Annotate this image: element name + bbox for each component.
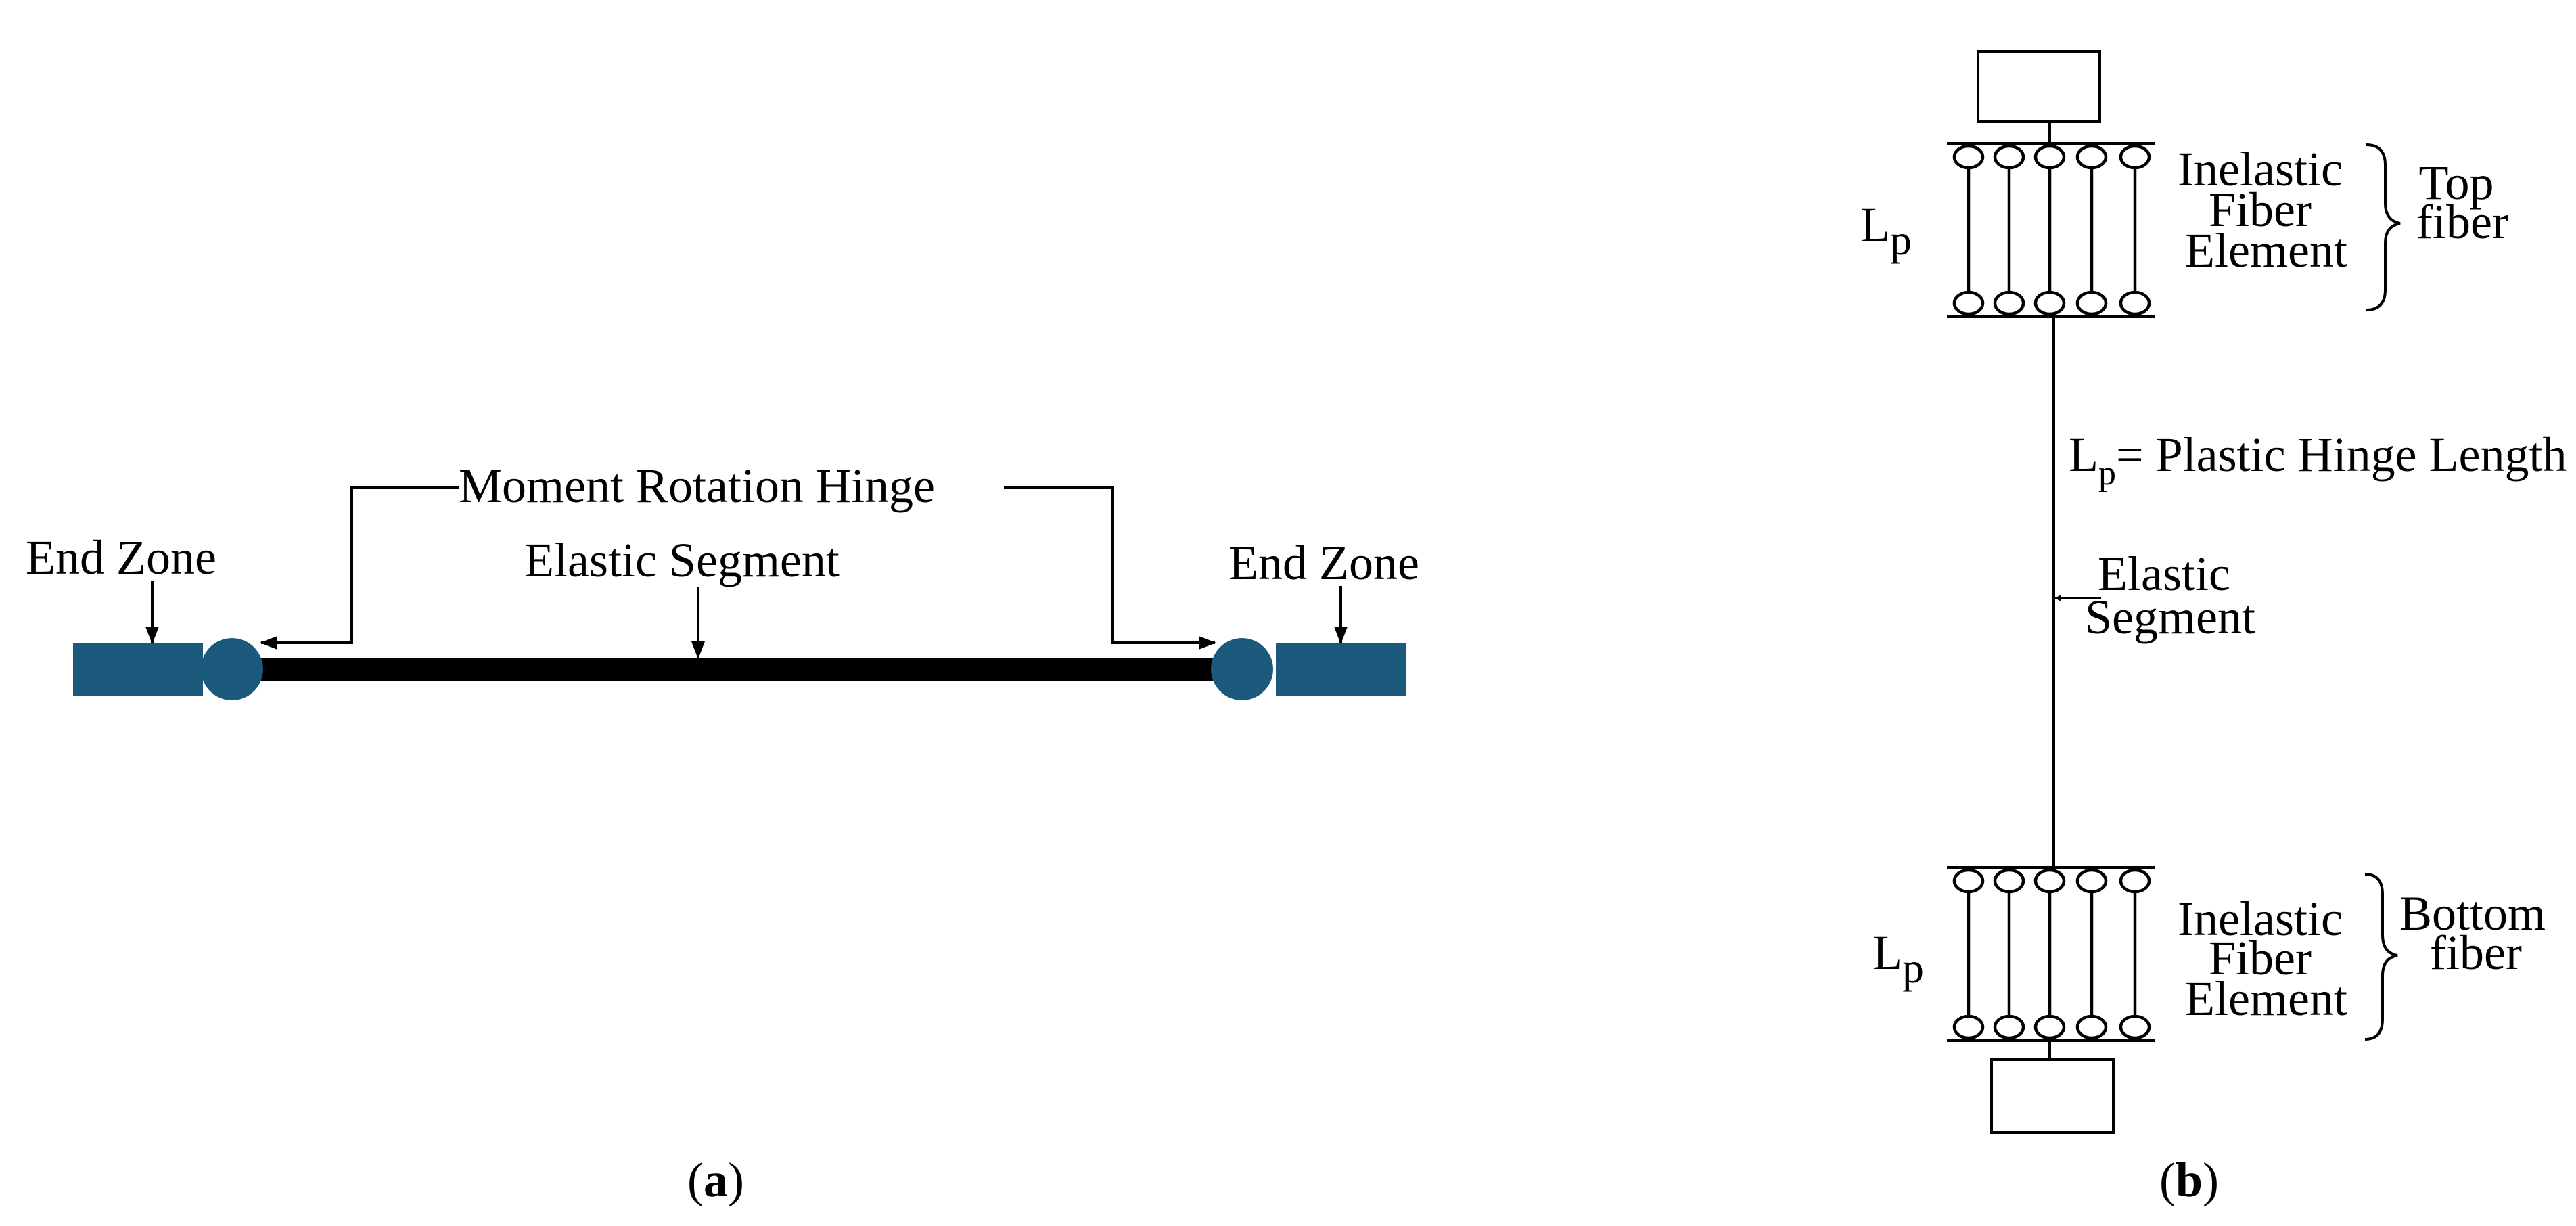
- end-zone-left-block: [73, 643, 203, 696]
- top-fiber-label: Top fiber: [2416, 156, 2508, 249]
- caption-a: (a): [687, 1153, 744, 1207]
- bottom-fiber-node-5-bottom: [2119, 1014, 2151, 1040]
- top-fiber-node-2-bottom: [1993, 290, 2025, 316]
- elastic-segment-label-b: Elastic Segment: [2085, 547, 2255, 644]
- hinge-left-leader: [260, 486, 459, 650]
- top-support-block: [1977, 50, 2101, 123]
- top-fiber-node-2-top: [1993, 144, 2025, 170]
- bottom-fiber-node-3-top: [2033, 868, 2066, 894]
- bottom-fiber-node-1-bottom: [1952, 1014, 1985, 1040]
- top-fiber-node-1-bottom: [1952, 290, 1985, 316]
- bottom-brace: [2364, 873, 2398, 1041]
- bottom-fiber-node-4-bottom: [2075, 1014, 2108, 1040]
- top-fiber-element: [1947, 142, 2155, 318]
- plastic-hinge-length-label: Lp= Plastic Hinge Length: [2069, 428, 2567, 493]
- moment-rotation-hinge-label: Moment Rotation Hinge: [459, 459, 935, 513]
- bottom-fiber-node-2-bottom: [1993, 1014, 2025, 1040]
- top-fiber-node-5-top: [2119, 144, 2151, 170]
- bottom-fiber-node-4-top: [2075, 868, 2108, 894]
- elastic-segment-label: Elastic Segment: [524, 533, 840, 587]
- bottom-fiber-node-2-top: [1993, 868, 2025, 894]
- top-element-label: Inelastic Fiber Element: [2178, 142, 2355, 277]
- elastic-segment-bar: [230, 658, 1245, 681]
- top-fiber-node-4-top: [2075, 144, 2108, 170]
- caption-b: (b): [2159, 1153, 2219, 1207]
- end-zone-left-label: End Zone: [26, 530, 216, 585]
- top-fiber-node-5-bottom: [2119, 290, 2151, 316]
- end-zone-right-label: End Zone: [1228, 536, 1419, 590]
- top-brace: [2366, 143, 2401, 311]
- hinge-right-leader: [1004, 486, 1216, 650]
- panel-b: Lp Lp Lp= Plastic Hinge Length Elastic S…: [1860, 50, 2567, 1207]
- top-lp-label: Lp: [1860, 198, 1912, 264]
- bottom-fiber-node-1-top: [1952, 868, 1985, 894]
- top-fiber-node-1-top: [1952, 144, 1985, 170]
- bottom-lp-label: Lp: [1872, 926, 1924, 992]
- bottom-fiber-node-3-bottom: [2033, 1014, 2066, 1040]
- end-zone-right-block: [1276, 643, 1406, 696]
- bottom-support-block: [1990, 1058, 2115, 1134]
- bottom-fiber-node-5-top: [2119, 868, 2151, 894]
- bottom-fiber-element: [1947, 866, 2155, 1042]
- hinge-right: [1211, 638, 1273, 700]
- panel-a: End Zone End Zone Moment Rotation Hinge …: [26, 459, 1419, 1207]
- top-fiber-node-3-top: [2033, 144, 2066, 170]
- bottom-element-label: Inelastic Fiber Element: [2178, 892, 2355, 1026]
- hinge-left: [201, 638, 263, 700]
- top-fiber-node-3-bottom: [2033, 290, 2066, 316]
- top-fiber-node-4-bottom: [2075, 290, 2108, 316]
- bottom-fiber-label: Bottom fiber: [2399, 886, 2558, 980]
